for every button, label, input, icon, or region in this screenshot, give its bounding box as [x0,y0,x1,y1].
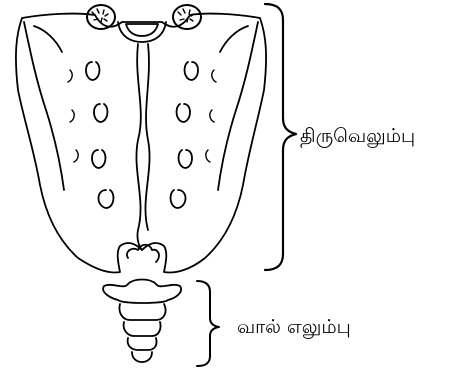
sacrum-label: திருவெலும்பு [300,125,415,150]
left-sacral-foramina [86,62,113,208]
right-ala-edge [218,22,258,190]
right-sacral-foramina [171,62,198,208]
sacrum-bracket [265,4,296,270]
left-ala-inner [34,26,62,52]
right-articular-process [173,5,201,29]
median-sacral-crest [136,44,142,250]
sacral-canal [126,24,158,36]
left-ala-edge [24,22,64,190]
coccyx [103,280,181,363]
sacral-tubercles [68,70,216,162]
right-ala-inner [220,26,248,52]
left-articular-process [87,5,115,29]
sacral-base [118,22,166,42]
median-sacral-crest-right [145,44,149,230]
sacrum-outline [16,14,266,273]
coccyx-label: வால் எலும்பு [237,316,351,341]
coccyx-bracket [197,281,219,366]
sacral-apex [127,245,159,262]
